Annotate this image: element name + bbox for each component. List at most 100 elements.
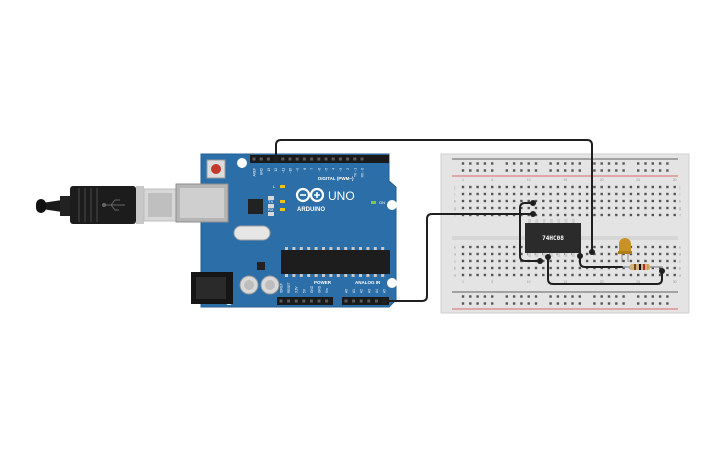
wire-endpoint[interactable] [530, 211, 536, 217]
header-pin[interactable] [287, 299, 291, 303]
breadboard-row-label: f [679, 213, 681, 218]
header-pin[interactable] [317, 157, 321, 161]
regulator [257, 262, 265, 270]
led[interactable] [618, 238, 632, 262]
power-pin-label: GND [318, 285, 322, 293]
atmega-chip [281, 247, 390, 277]
wire-endpoint[interactable] [530, 200, 536, 206]
digital-pin-label: ~10 [289, 168, 293, 174]
digital-pin-label: 8 [303, 168, 307, 170]
power-jack[interactable] [191, 272, 233, 304]
header-pin[interactable] [279, 299, 283, 303]
crystal-oscillator [233, 225, 271, 241]
breadboard-column-label: 30 [673, 280, 677, 284]
capacitor [260, 275, 280, 295]
digital-pin-label: ~3 [339, 168, 343, 172]
breadboard-row-label: h [679, 199, 681, 204]
header-pin[interactable] [352, 299, 356, 303]
header-pin[interactable] [360, 157, 364, 161]
wire-endpoint[interactable] [659, 268, 665, 274]
digital-pin-label: ~9 [296, 168, 300, 172]
analog-pin-label: A0 [345, 289, 349, 293]
wire-gnd-to-breadboard[interactable] [275, 139, 593, 253]
wire-chip-output-to-resistor[interactable] [547, 256, 663, 285]
header-pin[interactable] [252, 157, 256, 161]
power-pin-label: 3.3V [295, 286, 299, 293]
breadboard-row-label: a [679, 273, 682, 278]
header-pin[interactable] [295, 157, 299, 161]
model-label: UNO [328, 189, 355, 203]
header-pin[interactable] [310, 157, 314, 161]
breadboard-row-label: i [680, 192, 681, 197]
digital-pin-label: 7 [310, 168, 314, 170]
led-l-label: L [273, 184, 276, 189]
usb-cable[interactable] [36, 186, 177, 224]
wire-endpoint[interactable] [545, 254, 551, 260]
reset-button[interactable] [206, 159, 226, 179]
analog-pin-label: A5 [383, 289, 387, 293]
breadboard-column-label: 25 [636, 280, 640, 284]
analog-pin-label: A4 [375, 289, 379, 293]
on-label: ON [379, 200, 385, 205]
resistor[interactable] [617, 264, 663, 270]
wire-a5-to-chip-input[interactable] [383, 213, 534, 302]
led-rx [280, 208, 285, 211]
header-pin[interactable] [317, 299, 321, 303]
header-pin[interactable] [266, 157, 270, 161]
header-pin[interactable] [367, 299, 371, 303]
header-pin[interactable] [331, 157, 335, 161]
digital-pin-label: AREF [253, 168, 257, 177]
wire-endpoint[interactable] [381, 298, 387, 304]
header-pin[interactable] [281, 157, 285, 161]
header-pin[interactable] [359, 299, 363, 303]
wire-chip-input-to-pin[interactable] [519, 202, 541, 262]
breadboard-column-label: 10 [527, 280, 531, 284]
breadboard-column-label: 5 [491, 178, 493, 182]
power-pin-label: 5V [302, 288, 306, 293]
wire-endpoint[interactable] [273, 156, 279, 162]
led-tx-label: TX [268, 199, 273, 204]
digital-pin-label: GND [260, 167, 264, 175]
breadboard-column-label: 5 [491, 280, 493, 284]
header-pin[interactable] [302, 299, 306, 303]
arduino-logo [295, 187, 325, 203]
breadboard-row-label: g [454, 206, 456, 211]
breadboard-row-label: c [454, 259, 456, 264]
wire-led-to-chip[interactable] [579, 255, 623, 268]
mounting-hole [237, 158, 247, 168]
header-pin[interactable] [294, 299, 298, 303]
header-pin[interactable] [374, 299, 378, 303]
header-pin[interactable] [288, 157, 292, 161]
digital-pin-label: ~5 [325, 168, 329, 172]
header-pin[interactable] [325, 299, 329, 303]
digital-pin-label: 13 [267, 168, 271, 172]
analog-pin-label: A1 [352, 289, 356, 293]
analog-header[interactable] [342, 297, 389, 305]
breadboard-row-label: d [679, 252, 681, 257]
breadboard-row-label: b [679, 266, 682, 271]
logic-chip-74hc08[interactable]: 74HC08 [525, 219, 581, 257]
brand-label: ARDUINO [297, 207, 325, 213]
wire-endpoint[interactable] [537, 258, 543, 264]
wire-endpoint[interactable] [589, 249, 595, 255]
breadboard-row-label: h [454, 199, 456, 204]
header-pin[interactable] [259, 157, 263, 161]
breadboard-column-label: 1 [462, 178, 464, 182]
header-pin[interactable] [324, 157, 328, 161]
header-pin[interactable] [353, 157, 357, 161]
wire-endpoint[interactable] [577, 253, 583, 259]
breadboard-row-label: e [454, 245, 457, 250]
header-pin[interactable] [344, 299, 348, 303]
breadboard-row-label: i [455, 192, 456, 197]
header-pin[interactable] [346, 157, 350, 161]
header-pin[interactable] [302, 157, 306, 161]
breadboard-row-label: c [679, 259, 681, 264]
breadboard-row-label: e [679, 245, 682, 250]
digital-pin-label: RX←0 [361, 168, 365, 178]
breadboard-row-label: d [454, 252, 456, 257]
header-pin[interactable] [309, 299, 313, 303]
header-pin[interactable] [338, 157, 342, 161]
